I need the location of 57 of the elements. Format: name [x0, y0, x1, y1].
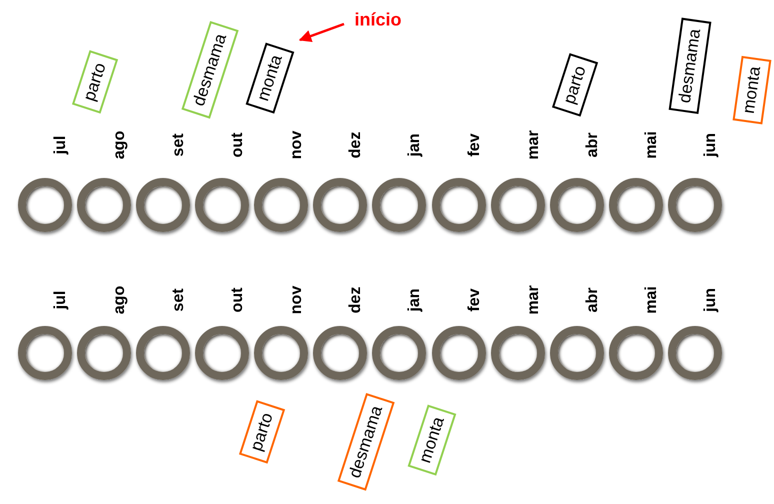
- ring: [372, 178, 426, 232]
- ring: [136, 178, 190, 232]
- month-label: jul: [52, 136, 70, 154]
- ring: [432, 326, 486, 380]
- month-label: jul: [52, 290, 70, 310]
- month-label: abr: [584, 288, 602, 312]
- event-box: desmama: [668, 18, 712, 114]
- month-label: nov: [288, 286, 306, 314]
- month-label: fev: [466, 133, 484, 157]
- event-box: parto: [552, 53, 598, 117]
- ring: [313, 178, 367, 232]
- arrow: [298, 22, 344, 42]
- month-label: out: [229, 288, 247, 312]
- month-label: ago: [111, 286, 129, 314]
- ring: [372, 326, 426, 380]
- ring: [77, 178, 131, 232]
- month-label: jun: [702, 288, 720, 312]
- ring: [491, 178, 545, 232]
- ring: [491, 326, 545, 380]
- month-label: dez: [347, 286, 365, 314]
- ring: [18, 178, 72, 232]
- event-box: monta: [246, 42, 294, 114]
- month-label: dez: [347, 132, 365, 158]
- event-box: parto: [72, 50, 118, 114]
- ring: [254, 178, 308, 232]
- month-label: ago: [111, 130, 129, 160]
- ring: [77, 326, 131, 380]
- ring: [668, 178, 722, 232]
- month-label: mai: [643, 131, 661, 159]
- month-label: set: [170, 133, 188, 157]
- ring: [254, 326, 308, 380]
- ring: [668, 326, 722, 380]
- ring: [550, 326, 604, 380]
- ring: [550, 178, 604, 232]
- month-label: mar: [525, 130, 543, 160]
- ring: [432, 178, 486, 232]
- ring: [195, 178, 249, 232]
- month-label: nov: [288, 130, 306, 160]
- month-label: out: [229, 132, 247, 158]
- ring: [609, 326, 663, 380]
- event-box: monta: [732, 56, 772, 124]
- month-label: fev: [466, 288, 484, 312]
- month-label: jun: [702, 133, 720, 157]
- start-label: início: [354, 10, 402, 30]
- event-box: parto: [238, 400, 286, 464]
- ring: [18, 326, 72, 380]
- month-label: mai: [643, 286, 661, 314]
- month-label: set: [170, 288, 188, 312]
- ring: [136, 326, 190, 380]
- event-box: monta: [408, 404, 456, 476]
- month-label: abr: [584, 132, 602, 158]
- month-label: jan: [406, 133, 424, 157]
- month-label: jan: [406, 288, 424, 312]
- ring: [609, 178, 663, 232]
- month-label: mar: [525, 285, 543, 315]
- ring: [313, 326, 367, 380]
- ring: [195, 326, 249, 380]
